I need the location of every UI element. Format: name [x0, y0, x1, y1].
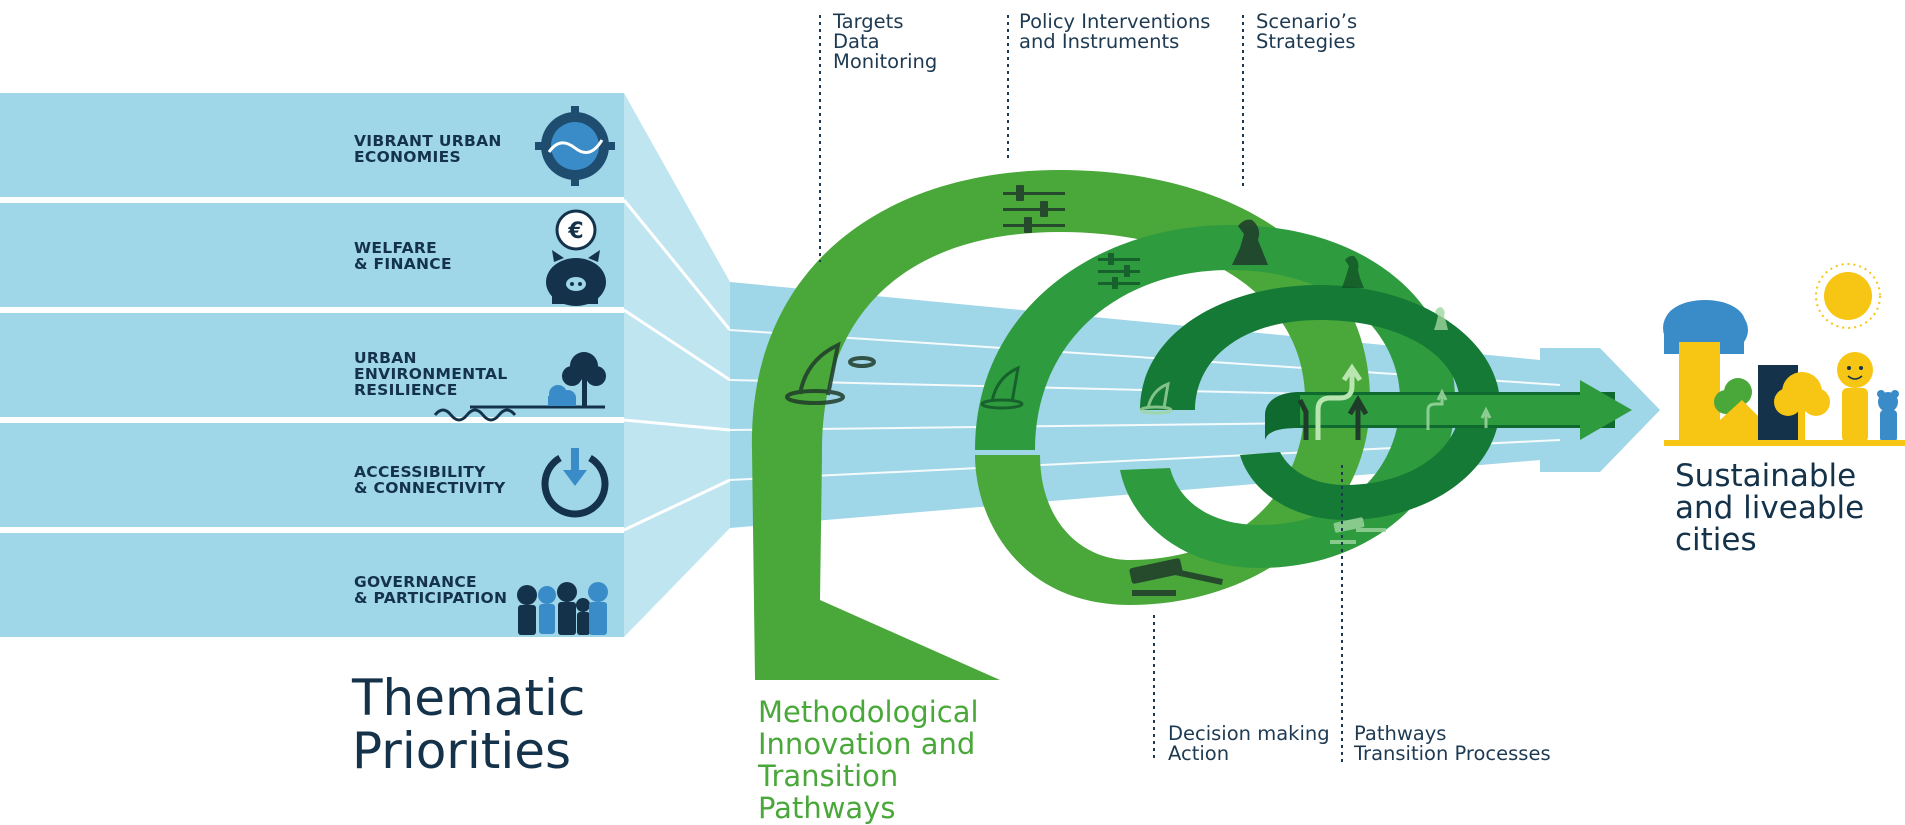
bottom-note-pathways: Pathways Transition Processes [1354, 722, 1551, 765]
power-arrow-icon [541, 448, 609, 518]
thematic-priorities-title: Thematic Priorities [352, 669, 586, 780]
bottom-note-decision: Decision making Action [1168, 722, 1330, 765]
spiral-loop-2 [975, 225, 1455, 568]
top-note-policy: Policy Interventions and Instruments [1019, 10, 1211, 53]
dotted-leaders [819, 15, 1343, 762]
funnel-lines [622, 199, 732, 532]
svg-text:€: € [567, 219, 583, 244]
theme-band [0, 313, 624, 417]
chess-knight-icon [1434, 307, 1448, 330]
gavel-icon [1129, 558, 1223, 596]
theme-label-vibrant-urban-economies: VIBRANT URBAN ECONOMIES [354, 132, 502, 166]
theme-bands [0, 93, 624, 637]
theme-label-governance-participation: GOVERNANCE & PARTICIPATION [354, 573, 508, 607]
top-note-targets: Targets Data Monitoring [833, 10, 938, 73]
witch-hat-icon [980, 365, 1024, 410]
theme-label-welfare-finance: WELFARE & FINANCE [354, 239, 452, 273]
witch-hat-icon [785, 341, 876, 405]
spiral-loop-3 [1140, 285, 1500, 520]
theme-band [0, 93, 624, 197]
piggy-bank-euro-icon: € [546, 209, 606, 306]
theme-label-accessibility-connectivity: ACCESSIBILITY & CONNECTIVITY [354, 463, 506, 497]
theme-label-urban-environmental-resilience: URBAN ENVIRONMENTAL RESILIENCE [354, 349, 508, 399]
theme-band [0, 423, 624, 527]
chess-knight-icon [1232, 219, 1268, 265]
globe-icon [535, 106, 615, 186]
pathways-arrows-icon [1297, 363, 1369, 440]
funnel-shape [624, 93, 730, 637]
city-illustration [1663, 263, 1905, 446]
methodological-innovation-title: Methodological Innovation and Transition… [758, 695, 979, 825]
tree-water-icon [433, 352, 606, 422]
people-icon [517, 582, 608, 635]
sustainable-cities-title: Sustainable and liveable cities [1675, 458, 1865, 558]
theme-band [0, 203, 624, 307]
top-note-scenarios: Scenario’s Strategies [1256, 10, 1358, 53]
chess-knight-icon [1342, 255, 1364, 288]
witch-hat-icon [1139, 381, 1173, 415]
pathways-arrows-icon [1426, 388, 1492, 430]
sliders-icon [1003, 185, 1065, 233]
sliders-icon [1098, 253, 1140, 289]
green-arrow [1300, 380, 1632, 440]
